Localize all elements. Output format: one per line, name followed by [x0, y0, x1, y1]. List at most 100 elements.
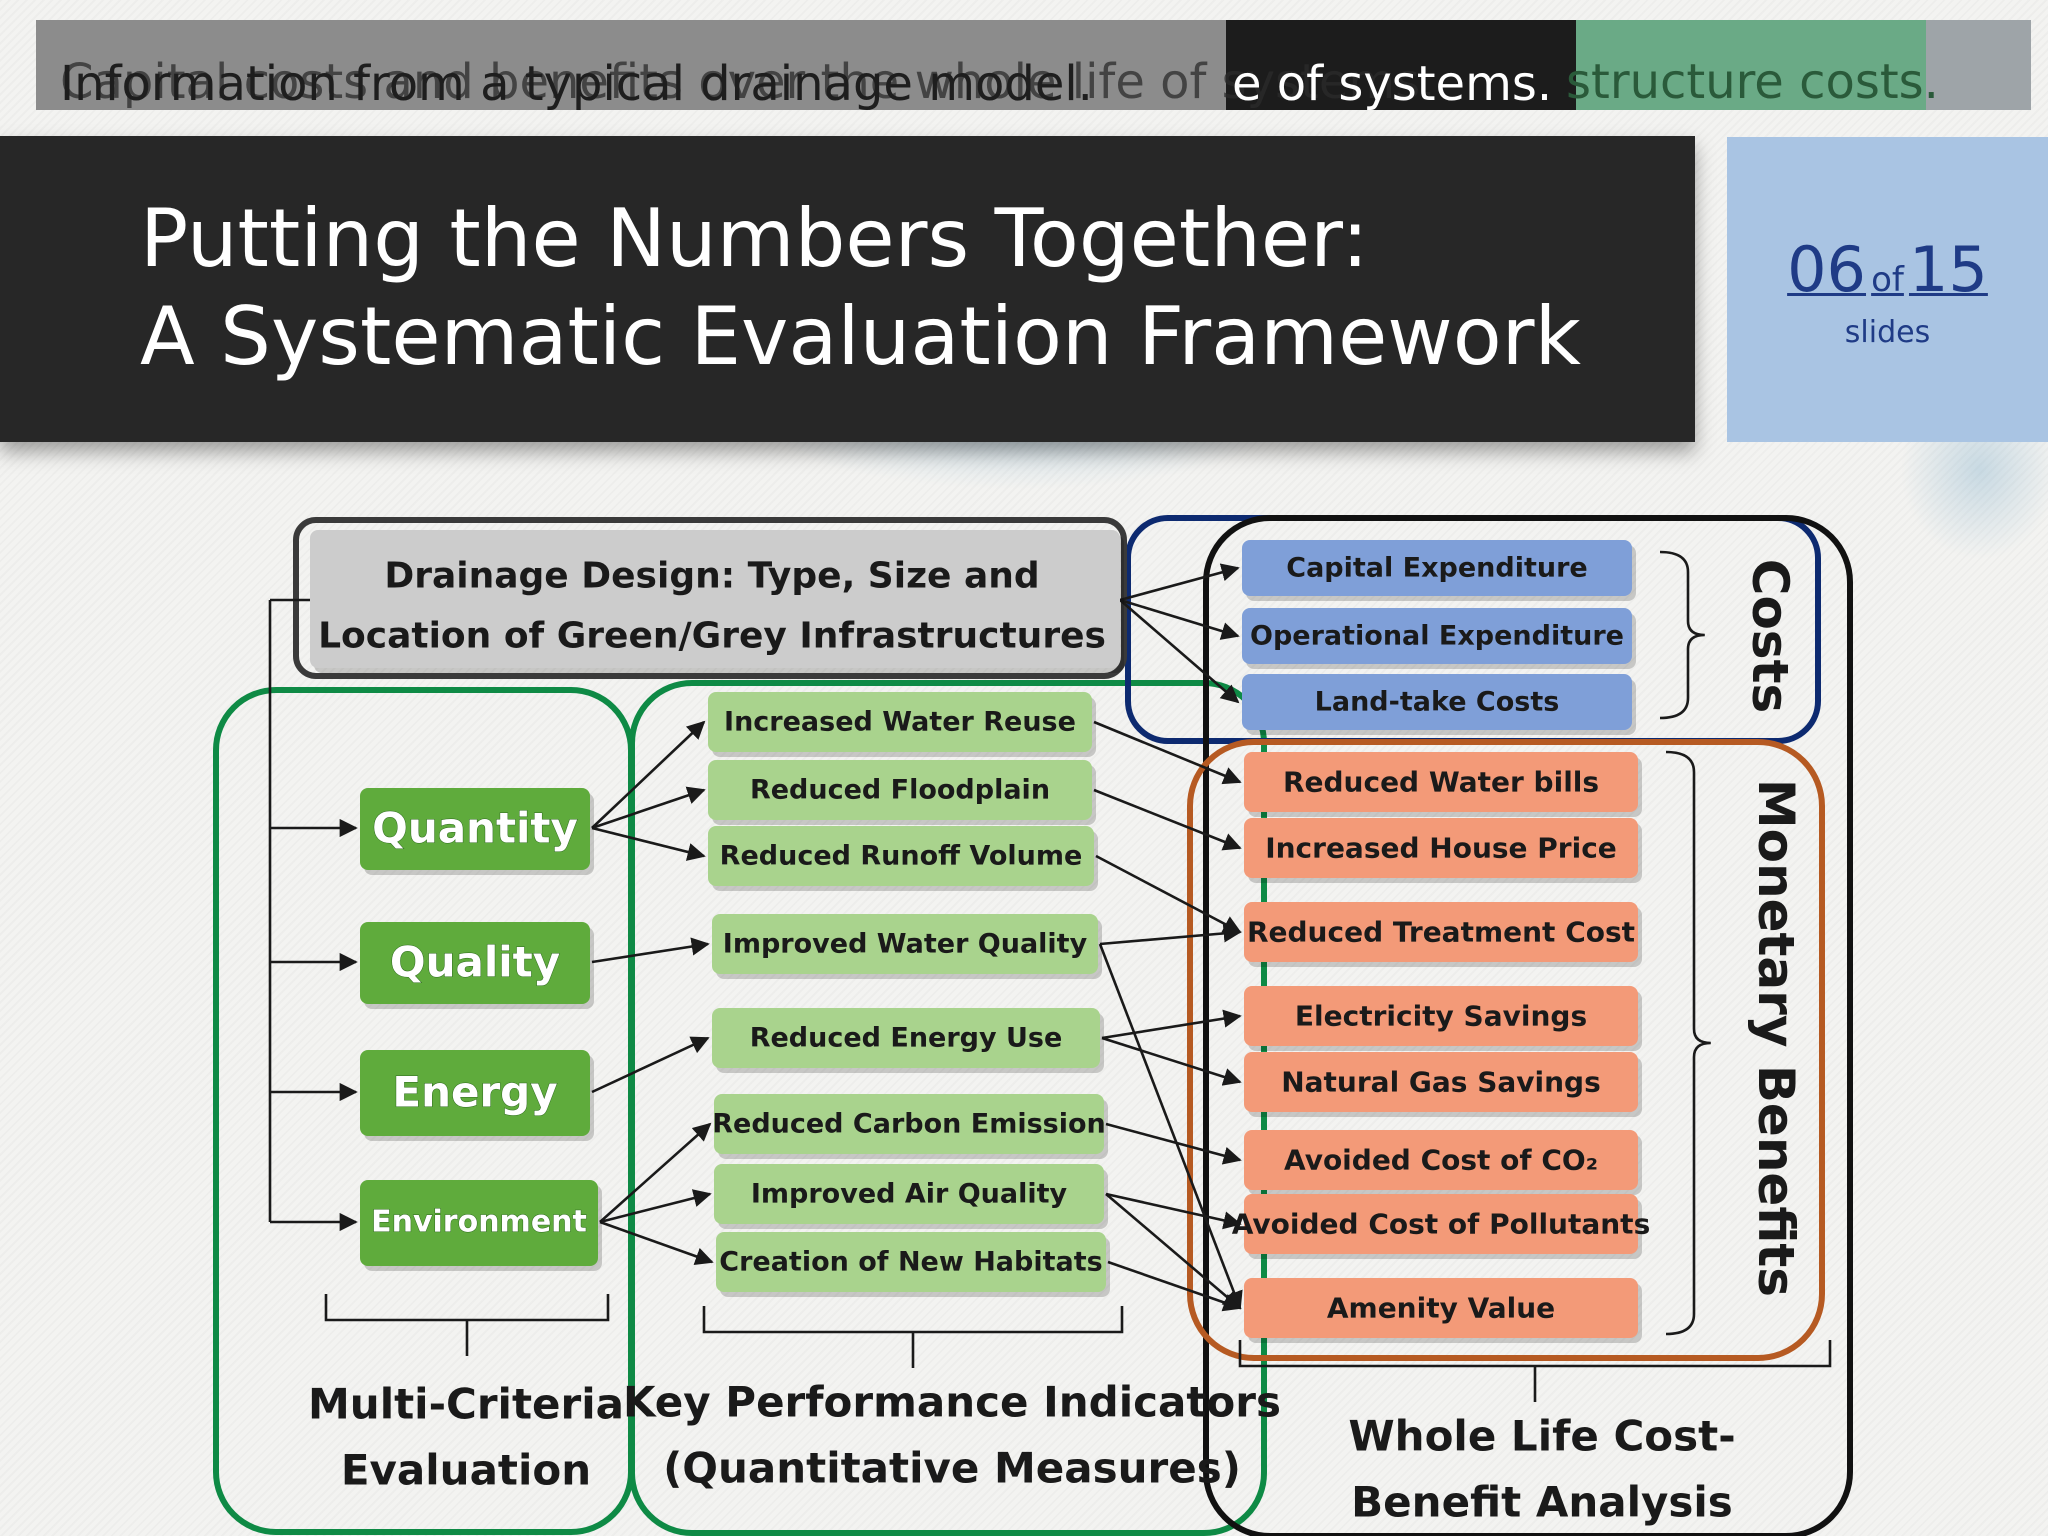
kpi-to-benefit-arrow-3 [1095, 854, 1242, 934]
kpi-to-benefit-arrow-2 [1093, 788, 1242, 851]
kpi-label-line-2: (Quantitative Measures) [663, 1444, 1241, 1493]
benefit-label-avoided-cost-of-pollutants: Avoided Cost of Pollutants [1232, 1208, 1650, 1241]
kpi-to-benefit-arrow-7 [1101, 1036, 1242, 1086]
title-banner: Putting the Numbers Together: A Systemat… [0, 136, 1695, 442]
kpi-to-benefit-arrow-11 [1107, 1260, 1242, 1312]
kpi-label-improved-water-quality: Improved Water Quality [723, 929, 1088, 960]
caption-bg-green [1576, 20, 1964, 110]
criteria-label-environment: Environment [371, 1205, 587, 1240]
cost-label-capital-expenditure: Capital Expenditure [1286, 553, 1587, 584]
kpi-to-benefit-arrow-8 [1105, 1122, 1242, 1165]
cost-box-capital-expenditure [1242, 540, 1632, 596]
caption-bg-light [1926, 20, 2031, 110]
design-to-cost-arrow-1 [1119, 563, 1240, 602]
criteria-box-energy [360, 1050, 590, 1136]
kpi-bottom-brace [702, 1306, 1124, 1368]
mce-label-line-2: Evaluation [341, 1446, 591, 1495]
kpi-to-benefit-arrow-1 [1093, 720, 1242, 785]
wlcba-label-line-1: Whole Life Cost- [1348, 1412, 1735, 1461]
benefit-label-reduced-treatment-cost: Reduced Treatment Cost [1247, 916, 1635, 949]
kpi-box-reduced-energy-use [712, 1008, 1100, 1068]
design-box-line-2: Location of Green/Grey Infrastructures [318, 616, 1106, 657]
cost-label-operational-expenditure: Operational Expenditure [1250, 621, 1624, 652]
criteria-label-energy: Energy [392, 1068, 557, 1117]
kpi-label-reduced-floodplain: Reduced Floodplain [750, 775, 1050, 806]
wlcba-bottom-brace [1238, 1340, 1832, 1402]
slide-of-label: of [1871, 260, 1904, 300]
benefit-box-reduced-water-bills [1244, 752, 1638, 812]
benefits-brace [1665, 750, 1711, 1336]
cost-box-operational-expenditure [1242, 608, 1632, 664]
design-to-cost-arrow-3 [1119, 599, 1240, 704]
benefit-box-avoided-cost-of-pollutants [1244, 1194, 1638, 1254]
benefit-box-amenity-value [1244, 1278, 1638, 1338]
kpi-box-improved-water-quality [712, 914, 1098, 974]
mce-label-line-1: Multi-Criteria [308, 1380, 624, 1429]
benefit-label-electricity-savings: Electricity Savings [1295, 1000, 1587, 1033]
caption-text-whole-life: Capital costs and benefits over the whol… [60, 54, 1436, 110]
criteria-label-quality: Quality [390, 938, 560, 987]
caption-text-drainage-model: Information from a typical drainage mode… [60, 56, 1093, 112]
wlcba-label-line-2: Benefit Analysis [1351, 1478, 1733, 1527]
wlcba-group-outline [1203, 515, 1853, 1536]
slide-counter: 06 of 15 slides [1727, 137, 2048, 442]
design-box-line-1: Drainage Design: Type, Size and [384, 556, 1039, 597]
kpi-label-reduced-runoff-volume: Reduced Runoff Volume [720, 841, 1083, 872]
slides-label: slides [1844, 315, 1931, 350]
criteria-to-kpi-arrow-4 [591, 937, 710, 964]
criteria-box-quantity [360, 788, 590, 870]
caption-text-systems: e of systems. [1232, 56, 1553, 112]
benefit-box-electricity-savings [1244, 986, 1638, 1046]
kpi-to-benefit-arrow-5 [1098, 943, 1243, 1310]
page-title-line-1: Putting the Numbers Together: [140, 192, 1369, 285]
kpi-box-reduced-runoff-volume [708, 826, 1094, 886]
kpi-box-reduced-floodplain [708, 760, 1092, 820]
kpi-label-increased-water-reuse: Increased Water Reuse [724, 707, 1076, 738]
kpi-label-creation-of-new-habitats: Creation of New Habitats [719, 1247, 1102, 1278]
caption-text-structure-costs: structure costs. [1566, 54, 1939, 110]
benefit-box-avoided-cost-of-co [1244, 1130, 1638, 1190]
benefit-label-reduced-water-bills: Reduced Water bills [1283, 766, 1599, 799]
benefit-box-reduced-treatment-cost [1244, 902, 1638, 962]
kpi-label-reduced-carbon-emission: Reduced Carbon Emission [712, 1109, 1106, 1140]
kpi-box-increased-water-reuse [708, 692, 1092, 752]
kpi-box-reduced-carbon-emission [714, 1094, 1104, 1154]
kpi-box-creation-of-new-habitats [716, 1232, 1106, 1292]
costs-brace [1659, 550, 1705, 720]
costs-side-label: Costs [1741, 559, 1799, 713]
benefit-label-avoided-cost-of-co: Avoided Cost of CO₂ [1284, 1144, 1598, 1177]
benefit-box-natural-gas-savings [1244, 1052, 1638, 1112]
kpi-to-benefit-arrow-10 [1105, 1193, 1242, 1310]
criteria-to-kpi-arrow-1 [591, 720, 706, 829]
criteria-to-kpi-arrow-6 [599, 1122, 712, 1223]
total-slides: 15 [1908, 233, 1988, 306]
kpi-to-benefit-arrow-9 [1105, 1192, 1242, 1230]
caption-strip: Capital costs and benefits over the whol… [36, 20, 2031, 112]
kpi-label-line-1: Key Performance Indicators [623, 1378, 1281, 1427]
criteria-to-kpi-arrow-8 [599, 1220, 714, 1266]
criteria-to-kpi-arrow-5 [591, 1036, 710, 1094]
kpi-to-benefit-arrow-6 [1101, 1009, 1242, 1040]
cost-box-land-take-costs [1242, 674, 1632, 730]
benefit-label-natural-gas-savings: Natural Gas Savings [1281, 1066, 1601, 1099]
criteria-to-kpi-arrow-2 [591, 786, 706, 830]
cost-label-land-take-costs: Land-take Costs [1315, 687, 1560, 718]
criteria-box-environment [360, 1180, 598, 1266]
kpi-to-benefit-arrow-4 [1099, 924, 1242, 946]
current-slide: 06 [1787, 233, 1867, 306]
caption-bg-grey [36, 20, 1226, 110]
slide-number: 06 of 15 [1727, 233, 2048, 306]
kpi-box-improved-air-quality [714, 1164, 1104, 1224]
benefit-label-increased-house-price: Increased House Price [1265, 832, 1617, 865]
criteria-label-quantity: Quantity [372, 804, 578, 853]
benefits-side-label: Monetary Benefits [1747, 779, 1805, 1297]
criteria-to-kpi-arrow-7 [599, 1189, 712, 1224]
criteria-box-quality [360, 922, 590, 1004]
benefit-label-amenity-value: Amenity Value [1327, 1292, 1555, 1325]
criteria-to-kpi-arrow-3 [591, 826, 706, 861]
benefits-group-outline [1187, 739, 1825, 1361]
page-title-line-2: A Systematic Evaluation Framework [140, 290, 1581, 383]
kpi-label-reduced-energy-use: Reduced Energy Use [750, 1023, 1063, 1054]
design-to-cost-arrow-2 [1119, 598, 1240, 640]
